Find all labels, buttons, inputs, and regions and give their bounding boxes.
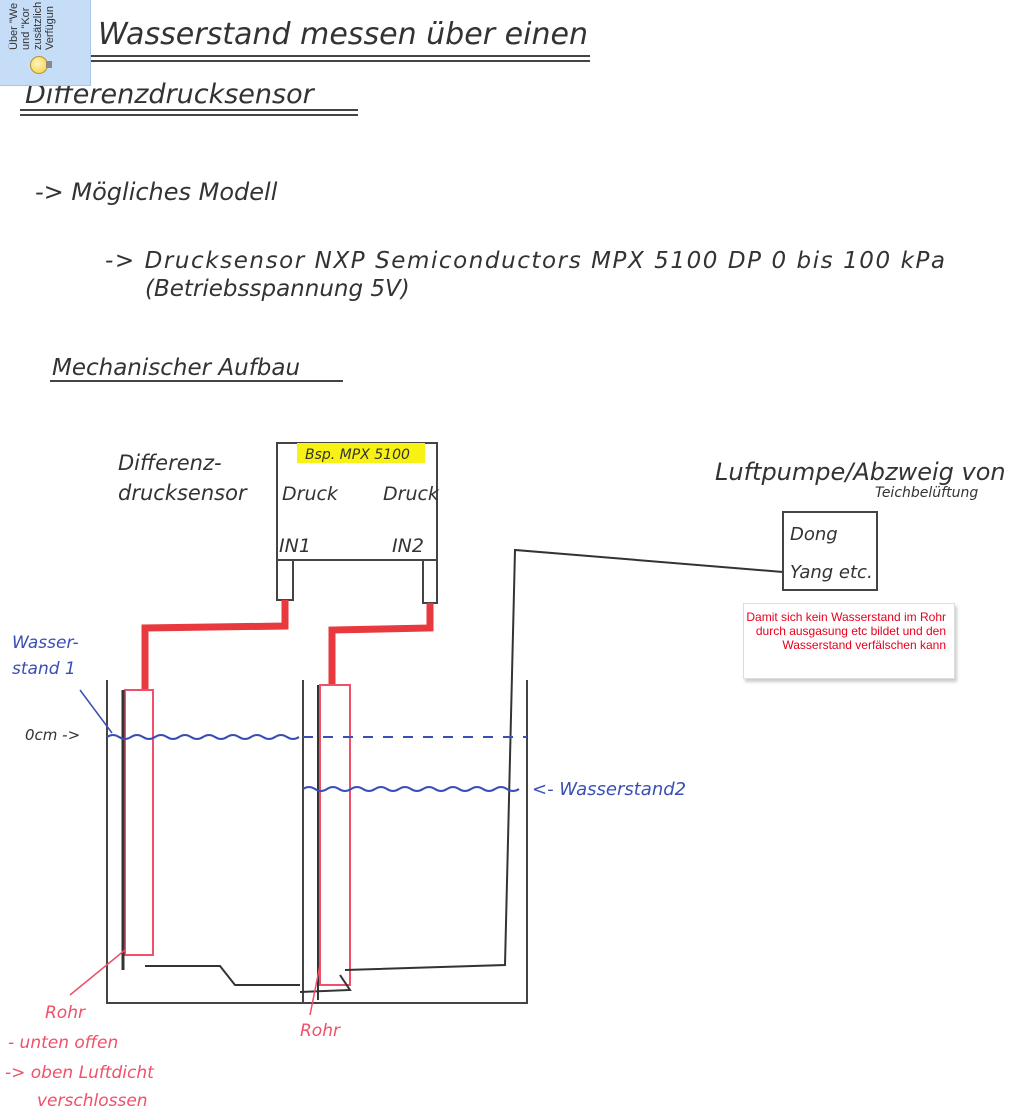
comment-box[interactable]: Damit sich kein Wasserstand im Rohr durc…: [743, 603, 955, 679]
pipe-note: - unten offen: [8, 1033, 118, 1053]
port-in1: IN1: [279, 535, 311, 557]
pipe-note: verschlossen: [37, 1091, 148, 1111]
sensor-label: Differenz-: [118, 451, 222, 475]
water-level-1: [106, 734, 300, 740]
tooltip-line: Verfügun: [44, 5, 56, 50]
water-level-1-arrow: [79, 689, 113, 734]
pump-label: Teichbelüftung: [875, 485, 978, 501]
air-hose-end: [299, 974, 352, 993]
sensor-model: Bsp. MPX 5100: [305, 447, 410, 463]
title-line1: Wasserstand messen über einen: [98, 17, 588, 52]
bottom-channel: [145, 965, 300, 986]
pipe-right-label: Rohr: [300, 1021, 341, 1041]
tooltip-text: Über "We und "Kor zusätzlich Verfügun: [8, 0, 56, 50]
pump-name: Yang etc.: [790, 562, 873, 583]
air-hose: [344, 548, 784, 971]
pipe-note: -> oben Luftdicht: [5, 1063, 155, 1083]
port-left-label: Druck: [282, 483, 339, 505]
port-in2: IN2: [392, 535, 424, 557]
pipe-left: [124, 689, 154, 956]
port-right-label: Druck: [383, 483, 440, 505]
port-nozzle-left: [276, 559, 294, 601]
pump-name: Dong: [790, 524, 838, 545]
tooltip-panel[interactable]: Über "We und "Kor zusätzlich Verfügun: [0, 0, 91, 86]
pipe-left-arrow: [69, 949, 126, 996]
section-heading: Mechanischer Aufbau: [52, 355, 300, 381]
pipe-right-arrow: [309, 964, 321, 1016]
port-nozzle-right: [422, 559, 438, 604]
water-level-1-label: stand 1: [12, 659, 76, 679]
water-level-2: [302, 786, 520, 792]
hose-right: [328, 603, 434, 685]
model-detail: -> Drucksensor NXP Semiconductors MPX 51…: [105, 248, 945, 274]
pipe-right: [319, 684, 351, 986]
pump-box: [782, 511, 878, 591]
tooltip-line: und "Kor: [20, 7, 32, 50]
water-level-2-label: <- Wasserstand2: [532, 779, 686, 800]
pipe-left-label: Rohr: [45, 1003, 86, 1023]
sensor-label: drucksensor: [118, 481, 248, 505]
tooltip-line: Über "We: [8, 2, 20, 50]
tank: [106, 680, 528, 1004]
pump-label: Luftpumpe/Abzweig von: [715, 458, 1006, 486]
tooltip-line: zusätzlich: [32, 1, 44, 50]
model-voltage: (Betriebsspannung 5V): [145, 276, 410, 302]
lightbulb-icon[interactable]: [30, 56, 52, 74]
zero-mark: 0cm ->: [25, 726, 80, 744]
water-level-1-label: Wasser-: [12, 633, 79, 653]
model-heading: -> Mögliches Modell: [35, 178, 278, 206]
hose-left: [141, 600, 289, 690]
sensor-model-highlight: [297, 443, 425, 463]
